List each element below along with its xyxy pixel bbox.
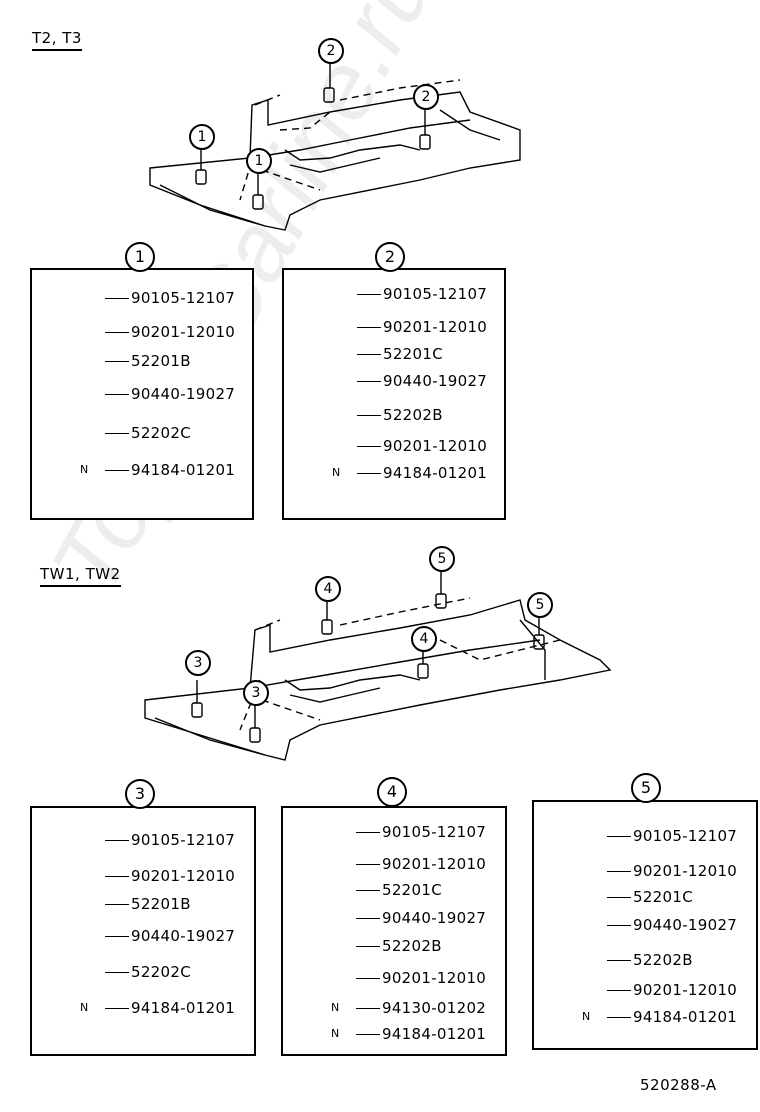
- panel-5-part-7-leader: [607, 1017, 631, 1018]
- panel-number-2: 2: [375, 242, 405, 272]
- callout-4a: 4: [315, 576, 341, 602]
- panel-4-part-7-part-number: 94130-01202: [382, 999, 487, 1017]
- panel-4-part-8-symbol: N: [331, 1027, 340, 1040]
- callout-1b: 1: [246, 148, 272, 174]
- panel-2-part-2-leader: [357, 327, 381, 328]
- panel-3-part-1-leader: [105, 840, 129, 841]
- panel-number-4: 4: [377, 777, 407, 807]
- panel-4-part-3-part-number: 52201C: [382, 881, 442, 899]
- panel-2-part-3-leader: [357, 354, 381, 355]
- panel-3-part-3-part-number: 52201B: [131, 895, 191, 913]
- panel-2-part-7-symbol: N: [332, 466, 341, 479]
- panel-4-part-8-leader: [356, 1034, 380, 1035]
- panel-4-part-7-symbol: N: [331, 1001, 340, 1014]
- panel-3-part-6-symbol: N: [80, 1001, 89, 1014]
- panel-2-part-3-part-number: 52201C: [383, 345, 443, 363]
- parts-panel-4: [281, 806, 507, 1056]
- panel-4-part-6-part-number: 90201-12010: [382, 969, 487, 987]
- panel-3-part-5-part-number: 52202C: [131, 963, 191, 981]
- panel-2-part-2-part-number: 90201-12010: [383, 318, 488, 336]
- reference-code: 520288-A: [640, 1076, 717, 1094]
- panel-4-part-4-leader: [356, 918, 380, 919]
- panel-5-part-4-leader: [607, 925, 631, 926]
- panel-4-part-6-leader: [356, 978, 380, 979]
- panel-2-part-5-leader: [357, 415, 381, 416]
- panel-1-part-5-leader: [105, 433, 129, 434]
- parts-panel-5: [532, 800, 758, 1050]
- panel-1-part-6-leader: [105, 470, 129, 471]
- callout-5b: 5: [527, 592, 553, 618]
- callout-2b: 2: [413, 84, 439, 110]
- panel-5-part-5-part-number: 52202B: [633, 951, 693, 969]
- panel-4-part-2-leader: [356, 864, 380, 865]
- panel-3-part-3-leader: [105, 904, 129, 905]
- callout-5a: 5: [429, 546, 455, 572]
- panel-5-part-1-leader: [607, 836, 631, 837]
- parts-panel-2: [282, 268, 506, 520]
- panel-5-part-6-leader: [607, 990, 631, 991]
- panel-3-part-4-part-number: 90440-19027: [131, 927, 236, 945]
- panel-3-part-2-leader: [105, 876, 129, 877]
- section-label-tw1-tw2: TW1, TW2: [40, 566, 121, 587]
- panel-5-part-3-leader: [607, 897, 631, 898]
- panel-5-part-3-part-number: 52201C: [633, 888, 693, 906]
- panel-1-part-6-symbol: N: [80, 463, 89, 476]
- panel-4-part-4-part-number: 90440-19027: [382, 909, 487, 927]
- panel-2-part-4-part-number: 90440-19027: [383, 372, 488, 390]
- panel-number-3: 3: [125, 779, 155, 809]
- parts-panel-1: [30, 268, 254, 520]
- panel-2-part-1-leader: [357, 294, 381, 295]
- panel-3-part-2-part-number: 90201-12010: [131, 867, 236, 885]
- panel-5-part-4-part-number: 90440-19027: [633, 916, 738, 934]
- panel-5-part-2-part-number: 90201-12010: [633, 862, 738, 880]
- panel-3-part-6-part-number: 94184-01201: [131, 999, 236, 1017]
- panel-4-part-5-leader: [356, 946, 380, 947]
- panel-3-part-1-part-number: 90105-12107: [131, 831, 236, 849]
- panel-1-part-6-part-number: 94184-01201: [131, 461, 236, 479]
- panel-1-part-3-leader: [105, 361, 129, 362]
- panel-5-part-2-leader: [607, 871, 631, 872]
- panel-1-part-1-part-number: 90105-12107: [131, 289, 236, 307]
- frame-bottom: [144, 570, 612, 761]
- panel-number-5: 5: [631, 773, 661, 803]
- panel-1-part-2-leader: [105, 332, 129, 333]
- panel-1-part-4-part-number: 90440-19027: [131, 385, 236, 403]
- panel-1-part-3-part-number: 52201B: [131, 352, 191, 370]
- panel-1-part-2-part-number: 90201-12010: [131, 323, 236, 341]
- callout-3b: 3: [243, 680, 269, 706]
- panel-1-part-1-leader: [105, 298, 129, 299]
- panel-5-part-7-part-number: 94184-01201: [633, 1008, 738, 1026]
- callout-2a: 2: [318, 38, 344, 64]
- panel-2-part-4-leader: [357, 381, 381, 382]
- panel-2-part-6-part-number: 90201-12010: [383, 437, 488, 455]
- panel-4-part-8-part-number: 94184-01201: [382, 1025, 487, 1043]
- callout-4b: 4: [411, 626, 437, 652]
- section-label-t2-t3: T2, T3: [32, 30, 82, 51]
- parts-panel-3: [30, 806, 256, 1056]
- panel-2-part-5-part-number: 52202B: [383, 406, 443, 424]
- panel-4-part-1-part-number: 90105-12107: [382, 823, 487, 841]
- panel-4-part-7-leader: [356, 1008, 380, 1009]
- panel-5-part-5-leader: [607, 960, 631, 961]
- callout-1a: 1: [189, 124, 215, 150]
- panel-5-part-6-part-number: 90201-12010: [633, 981, 738, 999]
- panel-2-part-6-leader: [357, 446, 381, 447]
- panel-4-part-2-part-number: 90201-12010: [382, 855, 487, 873]
- panel-5-part-7-symbol: N: [582, 1010, 591, 1023]
- panel-2-part-7-part-number: 94184-01201: [383, 464, 488, 482]
- frame-top: [149, 62, 521, 231]
- panel-1-part-4-leader: [105, 394, 129, 395]
- panel-5-part-1-part-number: 90105-12107: [633, 827, 738, 845]
- panel-3-part-6-leader: [105, 1008, 129, 1009]
- panel-2-part-1-part-number: 90105-12107: [383, 285, 488, 303]
- panel-number-1: 1: [125, 242, 155, 272]
- panel-1-part-5-part-number: 52202C: [131, 424, 191, 442]
- panel-4-part-5-part-number: 52202B: [382, 937, 442, 955]
- callout-3a: 3: [185, 650, 211, 676]
- panel-4-part-1-leader: [356, 832, 380, 833]
- panel-2-part-7-leader: [357, 473, 381, 474]
- panel-4-part-3-leader: [356, 890, 380, 891]
- panel-3-part-4-leader: [105, 936, 129, 937]
- panel-3-part-5-leader: [105, 972, 129, 973]
